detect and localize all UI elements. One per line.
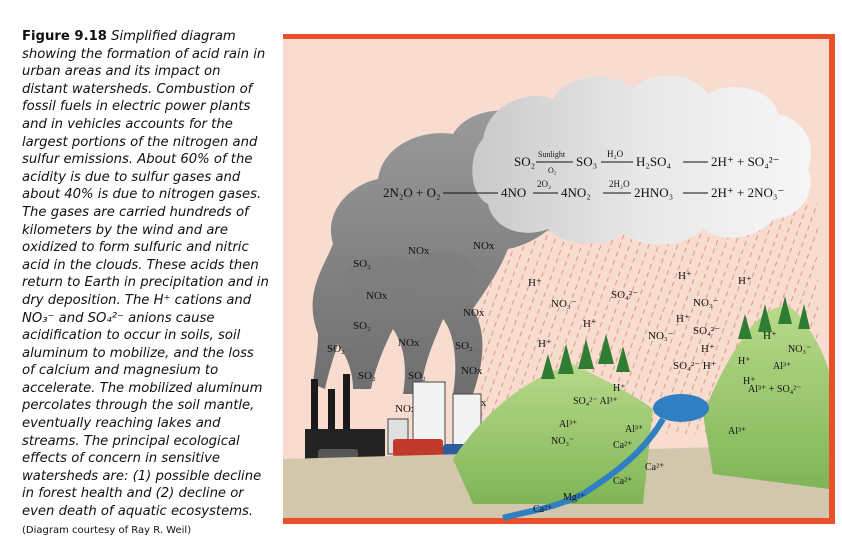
rain-label: H⁺	[583, 318, 597, 330]
reaction-no2: 4NO₂	[561, 185, 591, 200]
rain-label: H⁺	[676, 313, 690, 325]
smoke-label: SO₂	[455, 340, 473, 352]
soil-label: Al³⁺	[728, 426, 746, 437]
rain-label: H⁺	[538, 338, 552, 350]
forest-hill-right	[703, 306, 829, 489]
smoke-label: SO₂	[353, 258, 371, 270]
reaction-so2: SO₂	[514, 154, 535, 169]
rain-label: H⁺	[763, 330, 777, 342]
trees	[541, 296, 810, 379]
soil-label: Ca²⁺	[533, 504, 552, 515]
stream	[502, 417, 666, 521]
soil-label: Al³⁺	[773, 361, 791, 372]
soil-label: H⁺	[743, 376, 756, 387]
reaction-equations: SO₂ Sunlight O₂ SO₃ H₂O H₂SO₄ 2H⁺ + SO₄²…	[383, 149, 784, 200]
soil-label: H⁺	[613, 383, 626, 394]
lake	[653, 394, 709, 422]
smoke-label: SO₂	[358, 370, 376, 382]
frame-right-border	[829, 34, 835, 524]
frame-bottom-border	[283, 518, 835, 524]
rain-label: H⁺	[738, 275, 752, 287]
rain-label: SO₄²⁻	[693, 325, 720, 337]
rain-label: SO₄²⁻	[611, 289, 638, 301]
reaction-h2so4: H₂SO₄	[636, 154, 672, 169]
reaction-n2o: 2N₂O + O₂	[383, 185, 441, 200]
smoke-label: SO₂	[353, 320, 371, 332]
forest-hill-left	[453, 364, 653, 504]
soil-label: Mg²⁺	[563, 492, 585, 503]
smoke-label: SO₂	[408, 370, 426, 382]
soil-label: Ca²⁺	[613, 476, 632, 487]
rain-label: H⁺	[701, 343, 715, 355]
rain-labels: H⁺ NO₃⁻ SO₄²⁻ H⁺ H⁺ H⁺ H⁺ NO₃⁻ H⁺ NO₃⁻ S…	[528, 270, 777, 372]
reaction-2o2: 2O₂	[537, 179, 551, 189]
reaction-no: 4NO	[501, 185, 526, 200]
smoke-label: NOx	[398, 337, 420, 349]
soil-label: H⁺	[738, 356, 751, 367]
rain-label: NO₃⁻	[693, 297, 719, 309]
rain-label: SO₄²⁻ H⁺	[673, 360, 717, 372]
reaction-so3: SO₃	[576, 154, 597, 169]
figure-credit: (Diagram courtesy of Ray R. Weil)	[22, 524, 192, 536]
soil-label: NO₃⁻	[788, 344, 811, 355]
acid-rain-diagram: SO₂ Sunlight O₂ SO₃ H₂O H₂SO₄ 2H⁺ + SO₄²…	[283, 34, 835, 524]
soil-label: Al³⁺	[559, 419, 577, 430]
smoke-label: SO₂	[327, 343, 345, 355]
soil-label: Al³⁺	[625, 424, 643, 435]
figure-caption: Figure 9.18 Simplified diagram showing t…	[22, 28, 270, 539]
figure-label: Figure 9.18	[22, 29, 107, 44]
smoke-label: NOx	[463, 307, 485, 319]
soil-label: Al³⁺ + SO₄²⁻	[748, 384, 801, 395]
frame-top-border	[283, 34, 835, 39]
soil-label: Ca²⁺	[613, 440, 632, 451]
rain-label: H⁺	[678, 270, 692, 282]
reaction-h2o-2: 2H₂O	[609, 179, 630, 189]
acid-cloud	[472, 75, 812, 245]
smoke-label: NOx	[473, 240, 495, 252]
soil-label: Ca²⁺	[645, 462, 664, 473]
reaction-hno3: 2HNO₃	[634, 185, 673, 200]
reaction-sunlight: Sunlight	[538, 150, 566, 159]
soil-labels: H⁺ SO₄²⁻ Al³⁺ Al³⁺ NO₃⁻ Al³⁺ Ca²⁺ Ca²⁺ C…	[533, 344, 811, 515]
rain-label: NO₃⁻	[648, 330, 674, 342]
smoke-label: NOx	[461, 365, 483, 377]
figure-caption-text: Simplified diagram showing the formation…	[22, 29, 269, 520]
soil-label: SO₄²⁻ Al³⁺	[573, 396, 618, 407]
reaction-o2-catalyst: O₂	[548, 166, 557, 175]
smoke-label: NOx	[366, 290, 388, 302]
rain-label: H⁺	[528, 277, 542, 289]
rain-label: NO₃⁻	[551, 298, 577, 310]
smoke-label: NOx	[408, 245, 430, 257]
smoke-label: NOx	[395, 403, 417, 415]
reaction-h2so4-products: 2H⁺ + SO₄²⁻	[711, 154, 780, 169]
soil-label: NO₃⁻	[551, 436, 574, 447]
reaction-hno3-products: 2H⁺ + 2NO₃⁻	[711, 185, 784, 200]
reaction-h2o-1: H₂O	[607, 149, 624, 159]
